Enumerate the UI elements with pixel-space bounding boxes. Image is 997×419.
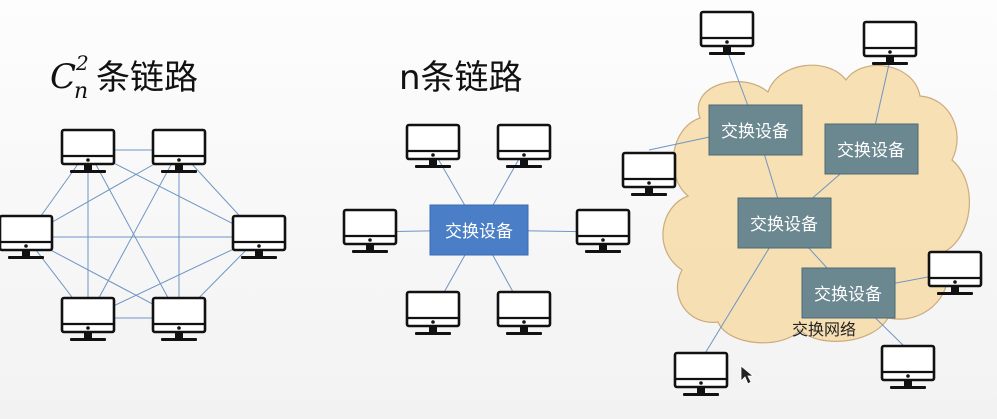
computer-monitor-icon: [0, 214, 54, 261]
computer-monitor-icon: [496, 290, 552, 337]
computer-monitor-icon: [405, 123, 461, 170]
cloud-switch-label: 交换设备: [837, 141, 905, 161]
cloud-switch-box: [737, 197, 832, 249]
computer-monitor-icon: [880, 344, 936, 391]
cloud-switch-box: [708, 104, 803, 156]
computer-monitor-icon: [575, 208, 631, 255]
mesh-title-subscript: n: [74, 79, 88, 104]
computer-monitor-icon: [60, 296, 116, 343]
mesh-title-superscript: 2: [75, 51, 89, 75]
computer-monitor-icon: [496, 123, 552, 170]
mouse-pointer-icon: [740, 365, 755, 385]
cloud-switch-box: [824, 123, 919, 175]
cloud-switch-box: [801, 267, 896, 319]
computer-monitor-icon: [60, 128, 116, 175]
mesh-links: [25, 149, 260, 319]
computer-monitor-icon: [151, 128, 207, 175]
computer-monitor-icon: [151, 296, 207, 343]
cloud-label: 交换网络: [792, 320, 856, 339]
mesh-title-symbol: C: [50, 57, 76, 97]
computer-monitor-icon: [673, 351, 729, 398]
star-switch-label: 交换设备: [445, 222, 513, 242]
mesh-title-text: 条链路: [96, 58, 198, 98]
computer-monitor-icon: [862, 20, 918, 67]
star-topology: n条链路 交换设备: [342, 58, 631, 337]
star-switch-box: [429, 204, 529, 256]
switched-network-topology: 交换设备 交换设备 交换设备 交换设备 交换网络: [621, 10, 983, 398]
full-mesh-topology: C 2 n 条链路: [0, 51, 287, 343]
cloud-switch-label: 交换设备: [814, 285, 882, 305]
computer-monitor-icon: [231, 214, 287, 261]
computer-monitor-icon: [699, 10, 755, 57]
cloud-switch-label: 交换设备: [721, 122, 789, 142]
computer-monitor-icon: [342, 208, 398, 255]
computer-monitor-icon: [405, 290, 461, 337]
star-title: n条链路: [399, 58, 523, 98]
computer-monitor-icon: [621, 151, 677, 198]
cloud-switch-label: 交换设备: [750, 215, 818, 235]
